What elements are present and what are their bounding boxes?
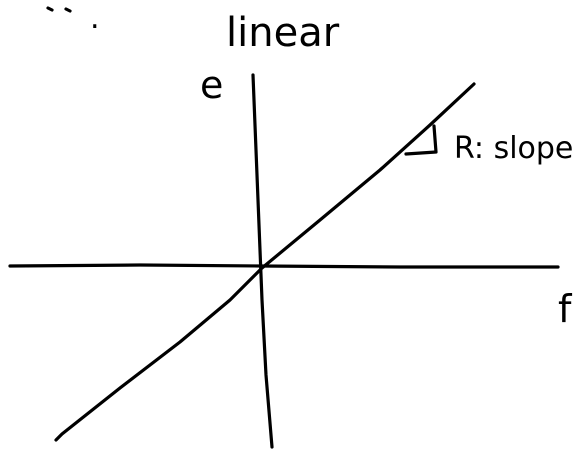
y-axis-label: e bbox=[200, 63, 223, 107]
corner-scribble bbox=[46, 6, 72, 13]
slope-annotation: R: slope bbox=[454, 131, 573, 166]
slope-marker bbox=[404, 124, 438, 156]
corner-dot: . bbox=[90, 1, 100, 36]
linear-line bbox=[54, 82, 476, 442]
diagram-title: linear bbox=[226, 10, 340, 56]
x-axis-label: f bbox=[558, 287, 573, 331]
y-axis bbox=[251, 73, 274, 449]
x-axis bbox=[8, 263, 560, 269]
